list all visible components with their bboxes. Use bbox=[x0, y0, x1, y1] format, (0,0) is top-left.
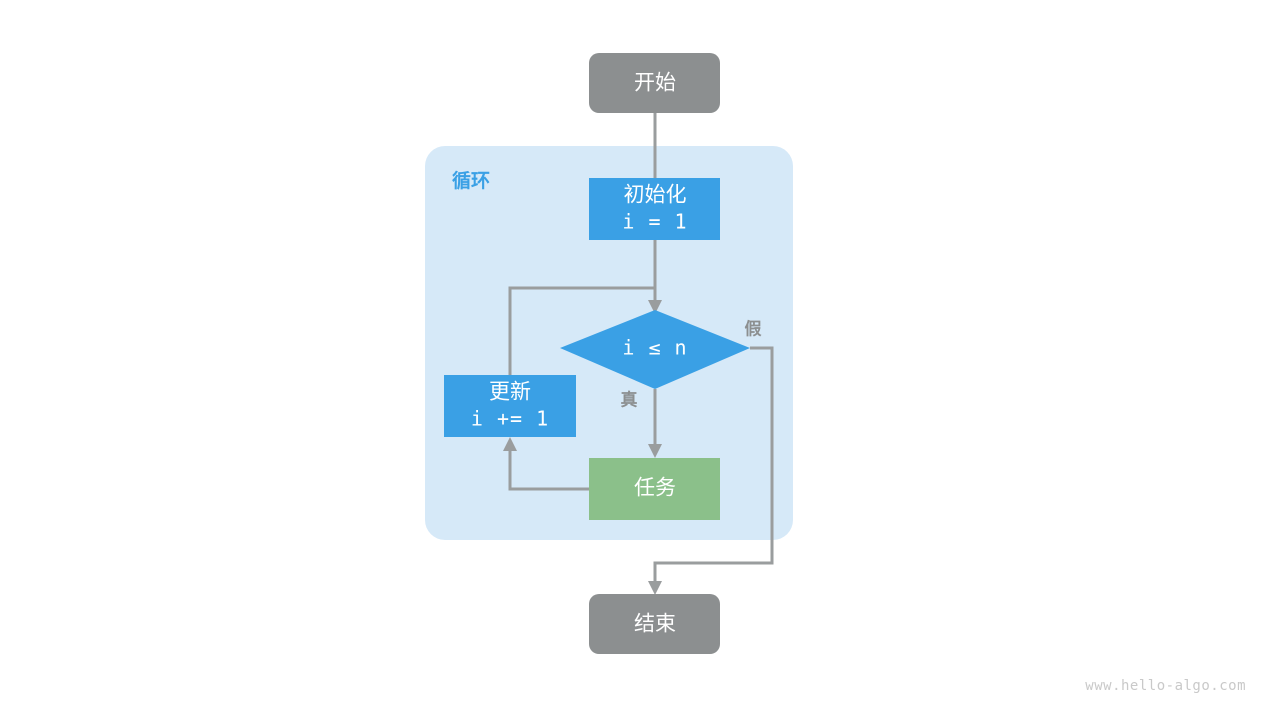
node-init-label: 初始化 bbox=[624, 184, 687, 207]
node-init-shape[interactable] bbox=[589, 178, 720, 240]
connector-decision-to-task bbox=[648, 389, 662, 458]
node-end-label: 结束 bbox=[634, 613, 676, 636]
node-init-code: i = 1 bbox=[622, 210, 687, 234]
connector-task-to-update bbox=[503, 437, 589, 491]
node-init[interactable]: 初始化 i = 1 bbox=[589, 178, 720, 240]
node-task-shape[interactable] bbox=[589, 458, 720, 520]
node-update-label: 更新 bbox=[489, 381, 531, 404]
node-update[interactable]: 更新 i += 1 bbox=[444, 375, 576, 437]
node-decision-code: i ≤ n bbox=[622, 336, 687, 360]
connector-update-to-decision bbox=[508, 286, 655, 375]
node-end-shape[interactable] bbox=[589, 594, 720, 654]
node-end[interactable]: 结束 bbox=[589, 594, 720, 654]
node-start-label: 开始 bbox=[634, 72, 676, 95]
arrowhead-icon bbox=[503, 437, 517, 451]
connector-init-to-decision bbox=[648, 240, 662, 314]
node-decision[interactable]: i ≤ n bbox=[560, 310, 750, 389]
arrowhead-icon bbox=[648, 581, 662, 595]
arrowhead-icon bbox=[648, 300, 662, 314]
node-task[interactable]: 任务 bbox=[589, 458, 720, 520]
edge-label-false: 假 bbox=[745, 318, 762, 338]
connector-decision-to-end bbox=[648, 346, 774, 595]
watermark: www.hello-algo.com bbox=[1085, 678, 1246, 694]
arrowhead-icon bbox=[648, 444, 662, 458]
node-start-shape[interactable] bbox=[589, 53, 720, 113]
node-start[interactable]: 开始 bbox=[589, 53, 720, 113]
loop-group-label: 循环 bbox=[452, 169, 490, 192]
edge-label-true: 真 bbox=[621, 389, 638, 409]
node-update-code: i += 1 bbox=[471, 407, 549, 431]
node-task-label: 任务 bbox=[634, 477, 676, 500]
node-update-shape[interactable] bbox=[444, 375, 576, 437]
node-decision-shape[interactable] bbox=[560, 310, 750, 389]
